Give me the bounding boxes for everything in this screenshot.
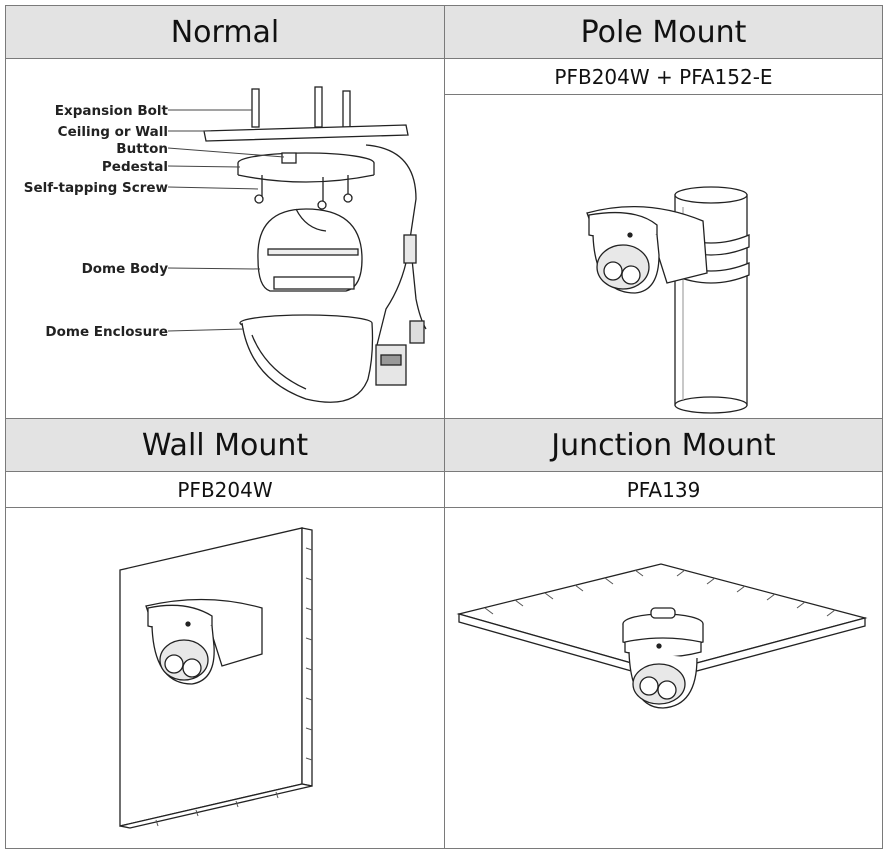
dome-body-label: Dome Body bbox=[82, 261, 169, 277]
normal-title: Normal bbox=[5, 5, 445, 59]
pole-mount-title: Pole Mount bbox=[444, 5, 883, 59]
pole-mount-diagram bbox=[444, 94, 883, 419]
junction-mount-diagram bbox=[444, 507, 883, 849]
wall-mount-title: Wall Mount bbox=[5, 418, 445, 472]
junction-mount-model: PFA139 bbox=[444, 471, 883, 508]
dome-enclosure-label: Dome Enclosure bbox=[45, 324, 168, 340]
button-label: Button bbox=[116, 141, 168, 157]
wall-mount-model: PFB204W bbox=[5, 471, 445, 508]
expansion-bolt-label: Expansion Bolt bbox=[55, 103, 169, 119]
self-tapping-screw-label: Self-tapping Screw bbox=[24, 180, 168, 196]
pedestal-label: Pedestal bbox=[102, 159, 168, 175]
pole-mount-model: PFB204W + PFA152-E bbox=[444, 58, 883, 95]
junction-mount-title: Junction Mount bbox=[444, 418, 883, 472]
ceiling-or-wall-label: Ceiling or Wall bbox=[58, 124, 168, 140]
normal-installation-diagram: Expansion Bolt Ceiling or Wall Button Pe… bbox=[5, 58, 445, 419]
wall-mount-diagram bbox=[5, 507, 445, 849]
